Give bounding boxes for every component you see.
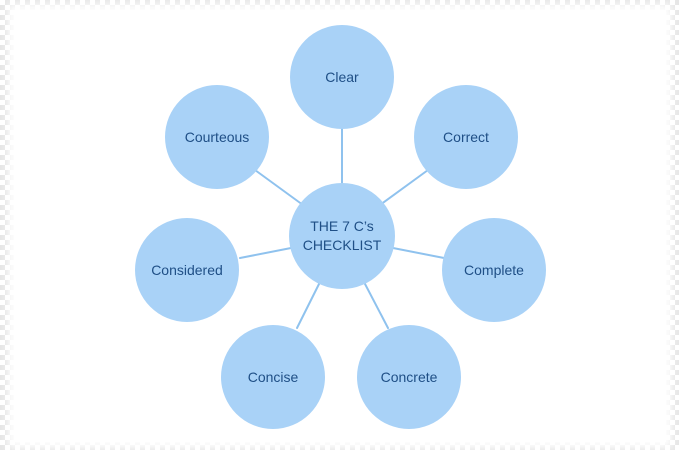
node-considered: Considered (135, 218, 239, 322)
center-node: THE 7 C’s CHECKLIST (289, 183, 395, 289)
node-concise: Concise (221, 325, 325, 429)
node-correct: Correct (414, 85, 518, 189)
center-title-line2: CHECKLIST (302, 237, 382, 253)
connector-courteous (254, 169, 304, 206)
node-courteous: Courteous (165, 85, 269, 189)
node-complete: Complete (442, 218, 546, 322)
node-concrete: Concrete (357, 325, 461, 429)
node-correct-label: Correct (443, 129, 489, 145)
connector-considered (239, 247, 292, 259)
node-courteous-label: Courteous (184, 129, 250, 145)
node-clear-label: Clear (325, 69, 359, 85)
node-clear: Clear (290, 25, 394, 129)
connector-concise (296, 281, 321, 329)
node-concise-label: Concise (247, 369, 299, 385)
center-title-line1: THE 7 C’s (310, 218, 374, 234)
connector-correct (379, 169, 429, 206)
connector-concrete (363, 281, 389, 329)
node-considered-label: Considered (151, 262, 223, 278)
node-complete-label: Complete (464, 262, 524, 278)
node-concrete-label: Concrete (380, 369, 438, 385)
connector-complete (392, 247, 445, 259)
